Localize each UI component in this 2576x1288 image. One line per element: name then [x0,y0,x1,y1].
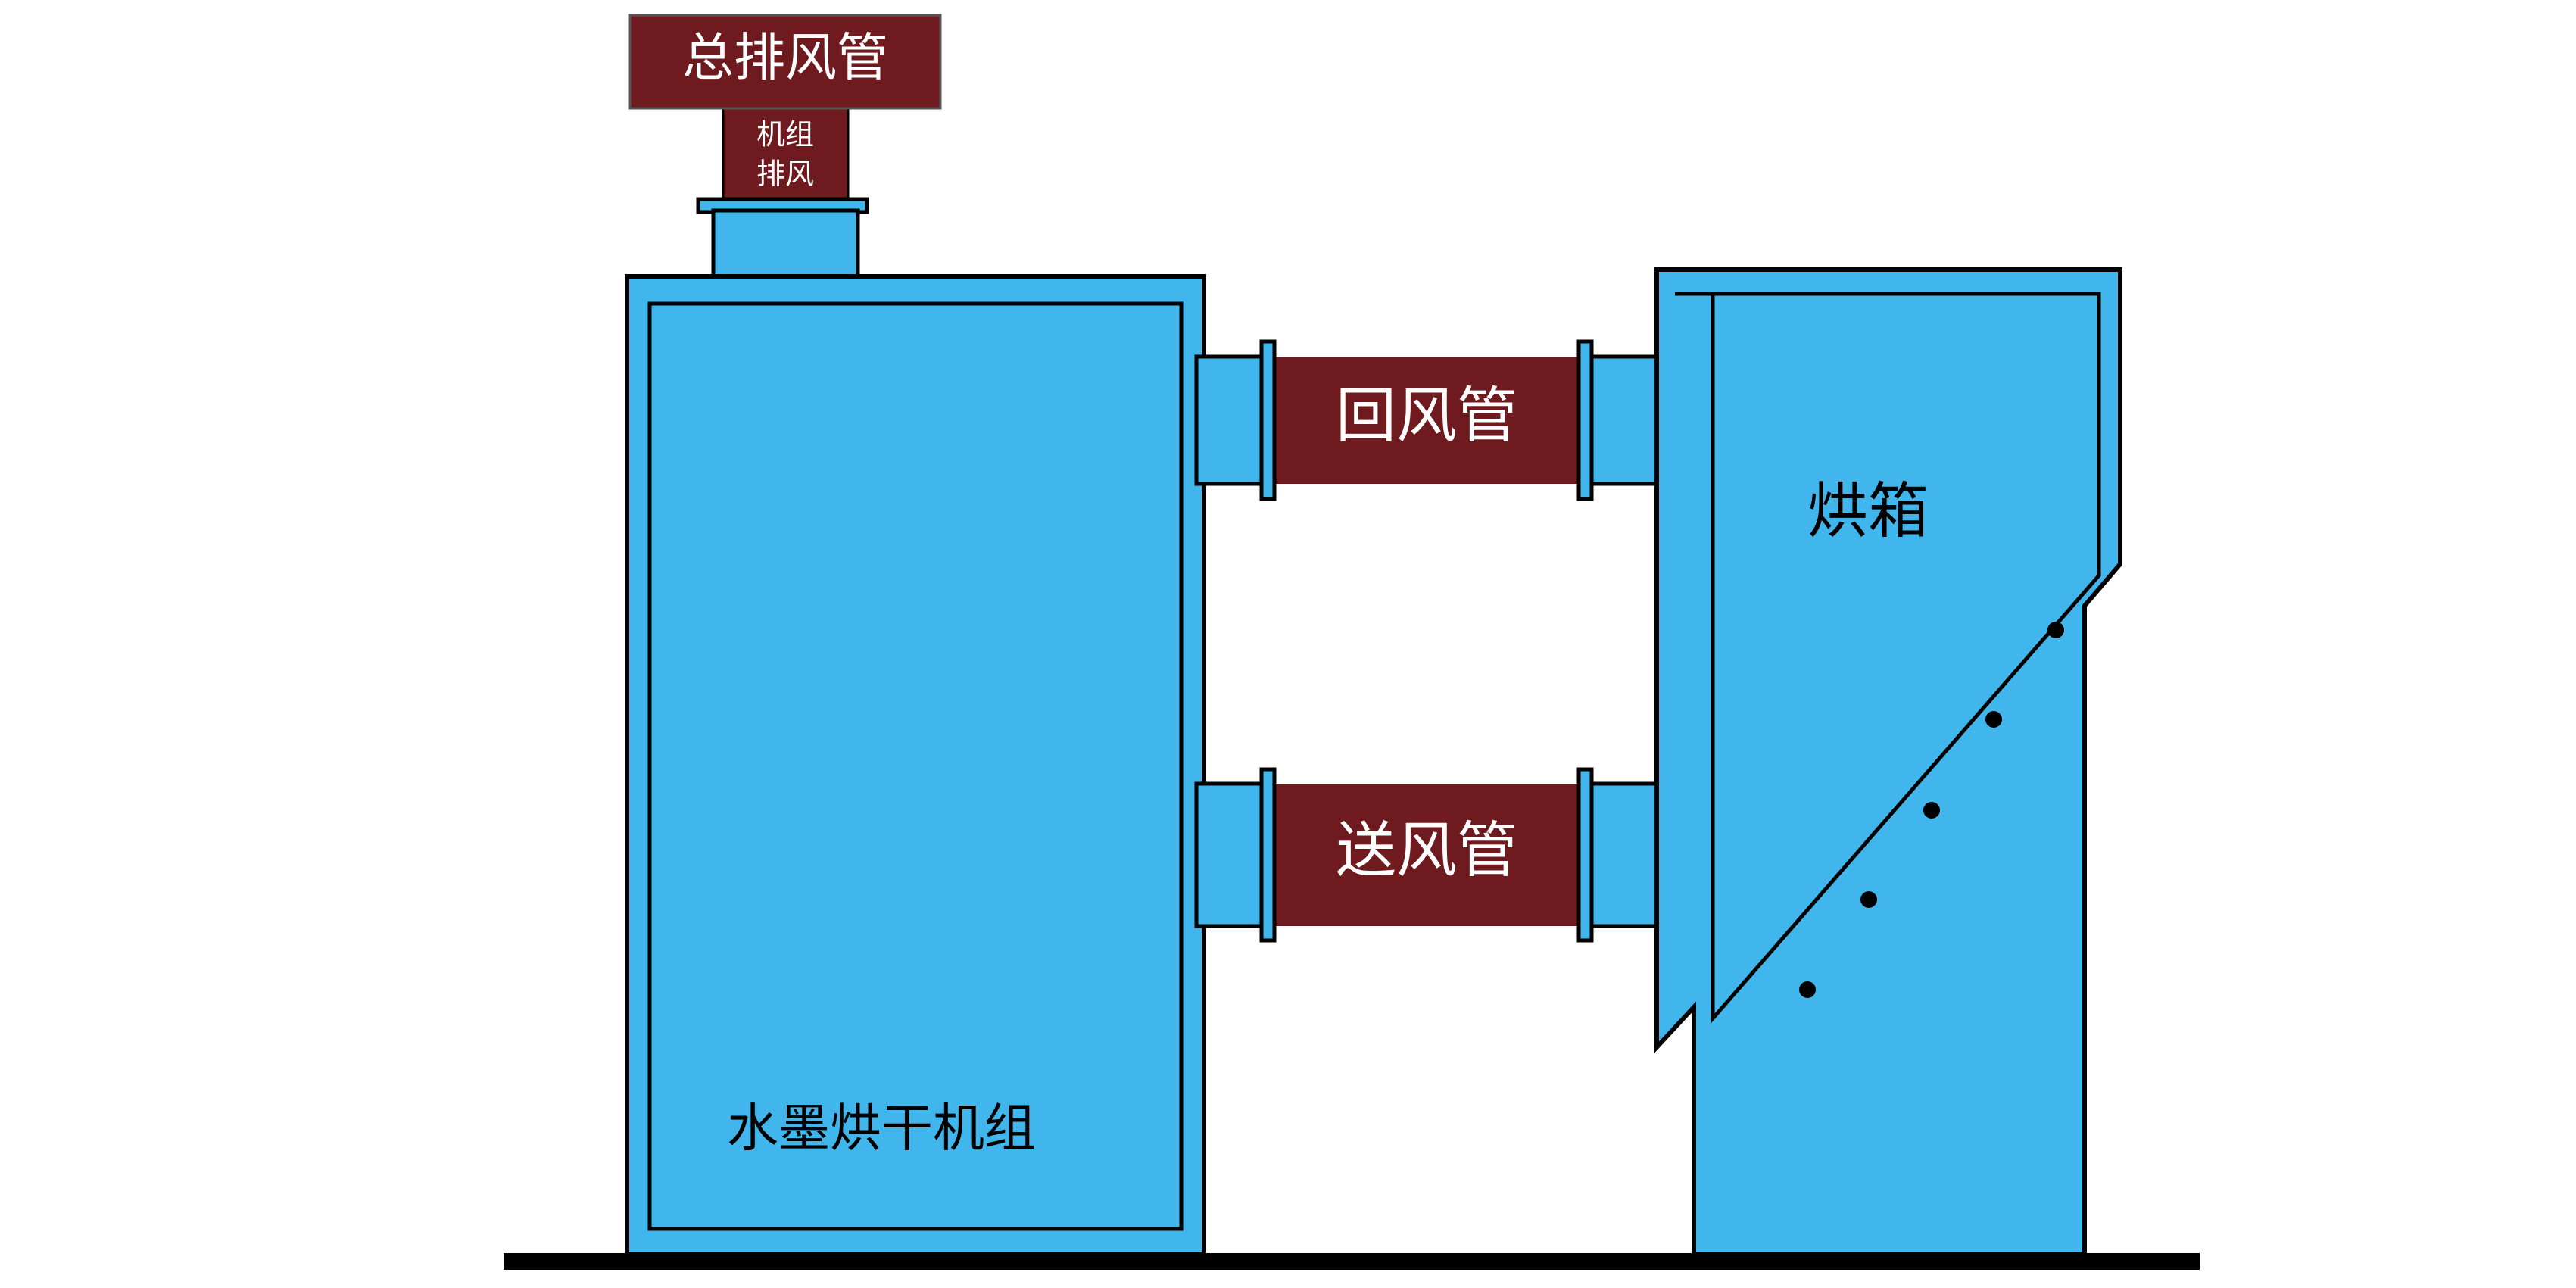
unit-exhaust-label-line1: 机组 [756,120,814,151]
exhaust-stack-group [628,14,942,281]
return-air-duct-banner [1269,357,1582,484]
supply-air-duct-banner [1269,784,1582,926]
oven-label: 烘箱 [1807,479,1929,545]
dryer-unit-label: 水墨烘干机组 [727,1100,1036,1158]
conveyor-roller-dot [1923,802,1940,819]
return-air-duct-label: 回风管 [1336,383,1517,450]
return-air-stub-right [1586,354,1661,486]
return-air-stub-left [1194,354,1267,486]
stack-neck [711,208,860,281]
supply-air-duct-group [1194,767,1661,943]
supply-air-stub-left [1194,781,1267,928]
conveyor-roller-dots [1799,622,2064,998]
supply-air-duct-label: 送风管 [1336,818,1517,884]
main-exhaust-duct-banner [628,14,942,110]
return-air-duct-group [1194,339,1661,501]
conveyor-roller-dot [1860,891,1877,908]
supply-air-flange-left [1259,767,1277,943]
unit-exhaust-riser [722,104,850,204]
ground-line [504,1253,2200,1270]
oven-group [1654,267,2122,1257]
return-air-flange-left [1259,339,1277,501]
return-air-flange-right [1576,339,1594,501]
conveyor-roller-dot [1985,711,2002,728]
oven-body [1654,267,2122,1257]
conveyor-roller-dot [1799,981,1816,998]
dryer-unit-inner-panel [647,301,1184,1231]
dryer-unit-body [625,274,1206,1257]
main-exhaust-duct-label: 总排风管 [682,30,888,87]
supply-air-flange-right [1576,767,1594,943]
conveyor-roller-dot [2047,622,2064,638]
unit-exhaust-label-line2: 排风 [756,159,814,191]
dryer-unit-group [625,274,1206,1257]
supply-air-stub-right [1586,781,1661,928]
oven-inner-panel [1675,292,2101,1024]
